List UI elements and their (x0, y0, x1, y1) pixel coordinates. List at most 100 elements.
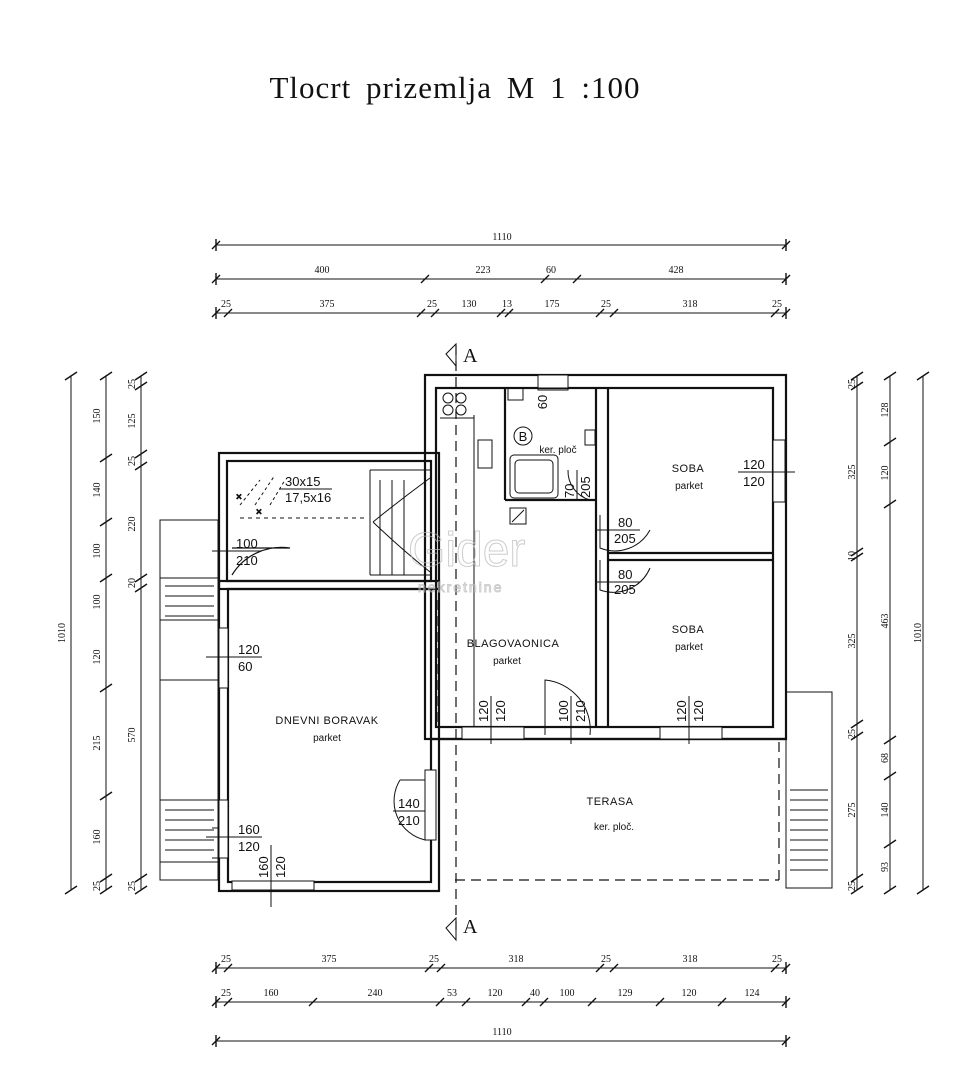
dim-labels-right: 25 325 10 325 25 275 25 128 120 463 68 1… (847, 379, 924, 891)
dim-label: 1010 (913, 623, 924, 643)
dim-label: 130 (462, 299, 477, 310)
watermark-logo: Gider (408, 524, 525, 577)
dim-label: 25 (221, 988, 231, 999)
opening-width: 80 (618, 567, 632, 582)
room-floor-soba-1: parket (675, 481, 703, 492)
opening-height: 120 (273, 856, 288, 878)
opening-soba-window-bottom: 120 120 (674, 696, 706, 744)
dim-label: 25 (847, 881, 858, 891)
svg-text:×: × (236, 492, 242, 503)
opening-soba2-door: 80 205 (596, 567, 640, 597)
opening-height: 210 (236, 553, 258, 568)
dim-label: 120 (488, 988, 503, 999)
stairs-size-line2: 17,5x16 (285, 490, 331, 505)
dim-label: 318 (683, 954, 698, 965)
room-floor-terasa: ker. ploč. (594, 822, 634, 833)
opening-stair-door: 100 210 (212, 536, 262, 568)
dim-label: 25 (92, 881, 103, 891)
dim-label: 150 (92, 409, 103, 424)
opening-height: 120 (493, 700, 508, 722)
dim-label: 25 (127, 881, 138, 891)
watermark-sub: nekretnine (418, 579, 503, 595)
dim-label: 124 (745, 988, 760, 999)
opening-labels: 100 210 120 60 160 120 160 120 140 (206, 395, 795, 907)
dim-label: 25 (601, 299, 611, 310)
opening-width: 160 (238, 822, 260, 837)
dim-label: 53 (447, 988, 457, 999)
opening-width: 140 (398, 796, 420, 811)
opening-width: 100 (236, 536, 258, 551)
opening-bath-door: 70 205 (562, 470, 593, 500)
opening-living-window-bottom: 160 120 (256, 845, 288, 907)
dim-label: 60 (546, 265, 556, 276)
dim-label: 120 (92, 650, 103, 665)
dim-label: 68 (880, 753, 891, 763)
opening-terrace-door-left: 140 210 (393, 796, 425, 828)
dim-labels-top: 1110 400 223 60 428 25 375 25 130 13 175… (221, 232, 782, 310)
interior-staircase: × × (236, 469, 431, 576)
dim-label: 220 (127, 517, 138, 532)
dim-label: 375 (322, 954, 337, 965)
dim-label: 160 (264, 988, 279, 999)
opening-height: 205 (614, 531, 636, 546)
kitchen-fixtures (440, 392, 493, 740)
opening-living-window-lower: 160 120 (206, 822, 262, 854)
room-name-soba-1: SOBA (672, 463, 705, 475)
opening-width: 120 (476, 700, 491, 722)
room-name-soba-2: SOBA (672, 624, 705, 636)
dim-label: 140 (92, 483, 103, 498)
dim-label: 240 (368, 988, 383, 999)
section-label-top: A (463, 345, 478, 367)
opening-living-window-left: 120 60 (206, 642, 262, 674)
dim-label: 400 (315, 265, 330, 276)
stairs-label: 30x15 17,5x16 (280, 474, 332, 505)
dim-label: 375 (320, 299, 335, 310)
opening-height: 210 (573, 700, 588, 722)
opening-width: 100 (556, 700, 571, 722)
windows (218, 374, 786, 891)
room-floor-soba-2: parket (675, 642, 703, 653)
room-floor-kupaona: ker. ploč (539, 445, 576, 456)
dim-label: 25 (127, 379, 138, 389)
room-name-dnevni-boravak: DNEVNI BORAVAK (275, 715, 378, 727)
dim-label: 318 (509, 954, 524, 965)
dim-label: 25 (127, 456, 138, 466)
dim-labels-left: 1010 150 140 100 120 215 160 25 25 125 2… (57, 379, 138, 891)
opening-dining-window: 120 120 (476, 696, 508, 744)
dim-label: 140 (880, 803, 891, 818)
dim-label: 175 (545, 299, 560, 310)
dim-label: 570 (127, 728, 138, 743)
stairs-size-line1: 30x15 (285, 474, 320, 489)
dim-label: 1010 (57, 623, 68, 643)
room-labels: DNEVNI BORAVAK parket BLAGOVAONICA parke… (275, 429, 704, 833)
dim-label: 160 (92, 830, 103, 845)
opening-height: 205 (578, 476, 593, 498)
page-title: Tlocrt prizemlja M 1 :100 (269, 70, 641, 105)
dim-chain-left (64, 371, 148, 895)
opening-dining-door: 100 210 (556, 696, 588, 744)
dim-label: 40 (530, 988, 540, 999)
dim-label: 10 (847, 551, 858, 561)
watermark: Gider nekretnine (408, 524, 526, 596)
dim-label: 100 (92, 544, 103, 559)
dim-label: 93 (880, 862, 891, 872)
opening-soba1-door: 80 205 (596, 515, 640, 546)
dim-label: 1110 (492, 232, 511, 243)
dim-label: 25 (601, 954, 611, 965)
exterior-stair-left (159, 519, 219, 881)
dim-label: 128 (880, 403, 891, 418)
dim-labels-bottom: 25 375 25 318 25 318 25 25 160 240 53 12… (221, 954, 782, 1038)
section-cut-a: A A (445, 342, 478, 942)
door-swings (212, 469, 651, 859)
opening-height: 120 (238, 839, 260, 854)
dim-label: 318 (683, 299, 698, 310)
section-arrow-top-icon (445, 342, 457, 368)
opening-width: 80 (618, 515, 632, 530)
svg-text:×: × (256, 507, 262, 518)
opening-width: 120 (743, 457, 765, 472)
dim-label: 325 (847, 465, 858, 480)
dim-label: 129 (618, 988, 633, 999)
opening-width: 120 (674, 700, 689, 722)
